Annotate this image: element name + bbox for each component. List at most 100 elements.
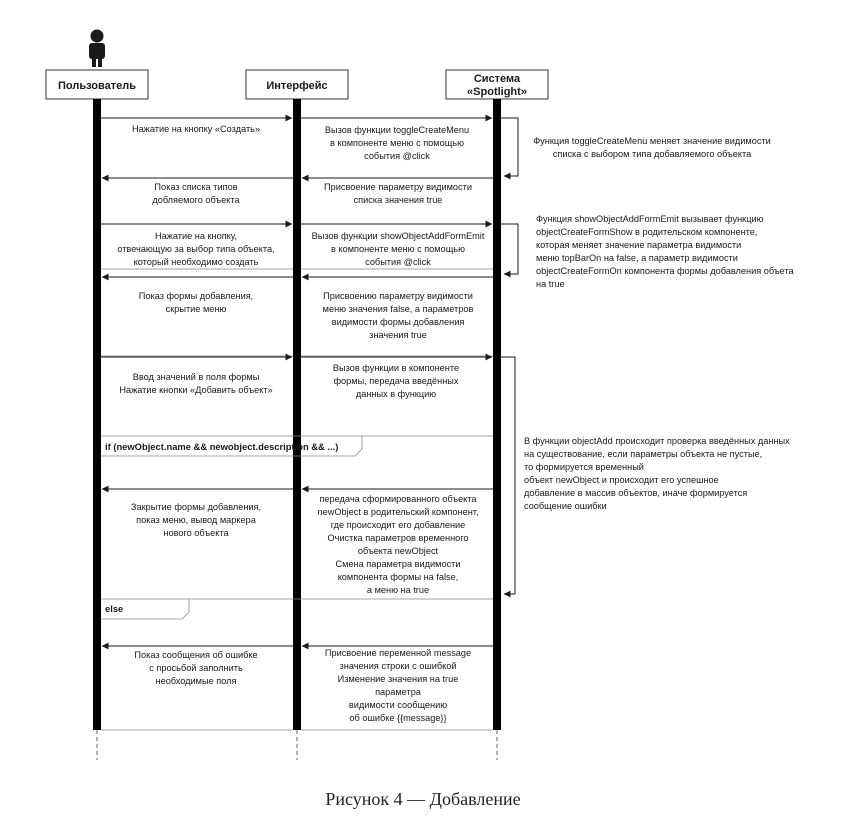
msg-toggle-create-menu: Вызов функции toggleCreateMenu в компонен…	[325, 125, 469, 161]
lifeline-header-system: Система «Spotlight»	[445, 69, 549, 100]
msg-create-click: Нажатие на кнопку «Создать»	[132, 124, 260, 134]
note-object-add-line: добавление в массив объектов, иначе форм…	[524, 488, 747, 498]
msg-set-list-visible-line: списка значения true	[354, 195, 443, 205]
msg-set-error-message-line: об ошибке {{message}}	[349, 713, 446, 723]
msg-show-type-list-line: добляемого объекта	[152, 195, 240, 205]
msg-close-form: Закрытие формы добавления, показ меню, вы…	[131, 502, 261, 538]
msg-show-add-form-line: скрытие меню	[166, 304, 227, 314]
self-call-1	[501, 117, 519, 180]
note-object-add-line: на существование, если параметры объекта…	[524, 449, 762, 459]
activation-bar-interface	[293, 99, 301, 730]
msg-select-type-click-line: Нажатие на кнопку,	[155, 231, 237, 241]
msg-set-list-visible: Присвоение параметру видимости списка зна…	[324, 182, 472, 205]
msg-set-form-visible-line: меню значения false, а параметров	[323, 304, 474, 314]
msg-show-object-add-form-emit-line: события @click	[365, 257, 431, 267]
msg-show-type-list-line: Показ списка типов	[154, 182, 237, 192]
msg-show-object-add-form-emit-line: в компоненте меню с помощью	[331, 244, 465, 254]
lifeline-header-user: Пользователь	[45, 69, 149, 100]
msg-call-form-function-line: данных в функцию	[356, 389, 436, 399]
lifeline-interface-title: Интерфейс	[266, 80, 327, 92]
msg-close-form-line: Закрытие формы добавления,	[131, 502, 261, 512]
msg-pass-new-object-line: Очистка параметров временного	[327, 533, 468, 543]
msg-call-form-function-line: Вызов функции в компоненте	[333, 363, 459, 373]
msg-set-error-message-line: видимости сообщению	[349, 700, 447, 710]
msg-pass-new-object-line: передача сформированного объекта	[319, 494, 477, 504]
note-show-object-add-form-emit: Функция showObjectAddFormEmit вызывает ф…	[536, 214, 794, 289]
msg-select-type-click-line: который необходимо создать	[134, 257, 259, 267]
msg-set-list-visible-line: Присвоение параметру видимости	[324, 182, 472, 192]
msg-pass-new-object-line: компонента формы на false,	[338, 572, 459, 582]
row-separators	[101, 268, 493, 731]
msg-pass-new-object-line: newObject в родительский компонент,	[317, 507, 478, 517]
msg-show-error: Показ сообщения об ошибке с просьбой запо…	[134, 650, 257, 686]
msg-toggle-create-menu-line: в компоненте меню с помощью	[330, 138, 464, 148]
msg-set-error-message: Присвоение переменной message значения ст…	[325, 648, 471, 723]
note-show-object-add-form-emit-line: objectCreateFormOn компонента формы доба…	[536, 266, 794, 276]
msg-set-error-message-line: Изменение значения на true	[338, 674, 459, 684]
msg-pass-new-object: передача сформированного объекта newObjec…	[317, 494, 478, 595]
msg-set-form-visible-line: Присвоению параметру видимости	[323, 291, 473, 301]
msg-set-form-visible-line: видимости формы добавления	[332, 317, 465, 327]
self-call-3	[501, 356, 516, 598]
msg-create-click-line: Нажатие на кнопку «Создать»	[132, 124, 260, 134]
note-object-add-line: то формируется временный	[524, 462, 644, 472]
lifeline-user-title: Пользователь	[58, 80, 136, 92]
note-show-object-add-form-emit-line: на true	[536, 279, 565, 289]
message-labels: Нажатие на кнопку «Создать» Вызов функции…	[117, 124, 794, 723]
msg-set-form-visible-line: значения true	[369, 330, 427, 340]
msg-show-add-form: Показ формы добавления, скрытие меню	[139, 291, 253, 314]
msg-toggle-create-menu-line: Вызов функции toggleCreateMenu	[325, 125, 469, 135]
msg-select-type-click: Нажатие на кнопку, отвечающую за выбор ти…	[117, 231, 274, 267]
msg-enter-values-line: Ввод значений в поля формы	[133, 372, 260, 382]
msg-set-error-message-line: значения строки с ошибкой	[340, 661, 457, 671]
msg-enter-values-line: Нажатие кнопки «Добавить объект»	[119, 385, 272, 395]
msg-show-add-form-line: Показ формы добавления,	[139, 291, 253, 301]
self-call-2	[501, 223, 519, 278]
note-show-object-add-form-emit-line: которая меняет значение параметра видимо…	[536, 240, 741, 250]
msg-call-form-function-line: формы, передача введённых	[333, 376, 458, 386]
alt-else-guard: else	[105, 603, 123, 614]
alt-fragment	[101, 435, 493, 620]
lifelines	[96, 730, 498, 760]
note-show-object-add-form-emit-line: objectCreateFormShow в родительском комп…	[536, 227, 757, 237]
msg-select-type-click-line: отвечающую за выбор типа объекта,	[117, 244, 274, 254]
lifeline-header-interface: Интерфейс	[245, 69, 349, 100]
msg-close-form-line: показ меню, вывод маркера	[136, 515, 257, 525]
note-show-object-add-form-emit-line: меню topBarOn на false, а параметр видим…	[536, 253, 738, 263]
msg-show-error-line: Показ сообщения об ошибке	[134, 650, 257, 660]
note-toggle-create-menu-line: списка с выбором типа добавляемого объек…	[553, 149, 752, 159]
msg-call-form-function: Вызов функции в компоненте формы, передач…	[333, 363, 459, 399]
note-show-object-add-form-emit-line: Функция showObjectAddFormEmit вызывает ф…	[536, 214, 764, 224]
activation-bar-system	[493, 99, 501, 730]
msg-show-object-add-form-emit-line: Вызов функции showObjectAddFormEmit	[312, 231, 485, 241]
msg-show-object-add-form-emit: Вызов функции showObjectAddFormEmit в ком…	[312, 231, 485, 267]
msg-pass-new-object-line: где происходит его добавление	[331, 520, 466, 530]
msg-toggle-create-menu-line: события @click	[364, 151, 430, 161]
message-arrows	[101, 114, 493, 650]
msg-pass-new-object-line: Смена параметра видимости	[335, 559, 460, 569]
activation-bar-user	[93, 99, 101, 730]
msg-set-error-message-line: Присвоение переменной message	[325, 648, 471, 658]
note-object-add: В функции objectAdd происходит проверка …	[524, 436, 790, 511]
lifeline-system-title: Система	[474, 73, 521, 85]
figure-caption: Рисунок 4 — Добавление	[325, 789, 521, 809]
self-calls	[501, 117, 519, 598]
msg-pass-new-object-line: объекта newObject	[358, 546, 439, 556]
msg-close-form-line: нового объекта	[163, 528, 229, 538]
msg-pass-new-object-line: а меню на true	[367, 585, 429, 595]
msg-set-error-message-line: параметра	[375, 687, 422, 697]
note-object-add-line: В функции objectAdd происходит проверка …	[524, 436, 790, 446]
note-object-add-line: сообщение ошибки	[524, 501, 607, 511]
note-toggle-create-menu: Функция toggleCreateMenu меняет значение…	[533, 136, 771, 159]
actor-person-icon	[89, 29, 105, 67]
note-toggle-create-menu-line: Функция toggleCreateMenu меняет значение…	[533, 136, 771, 146]
lifeline-system-subtitle: «Spotlight»	[467, 86, 527, 98]
msg-show-error-line: необходимые поля	[156, 676, 237, 686]
msg-set-form-visible: Присвоению параметру видимости меню значе…	[323, 291, 474, 340]
sequence-diagram: Пользователь Интерфейс Система «Spotligh…	[45, 29, 794, 760]
alt-if-guard: if (newObject.name && newobject.descript…	[105, 441, 338, 452]
msg-show-type-list: Показ списка типов добляемого объекта	[152, 182, 240, 205]
msg-show-error-line: с просьбой заполнить	[149, 663, 243, 673]
note-object-add-line: объект newObject и происходит его успешн…	[524, 475, 719, 485]
